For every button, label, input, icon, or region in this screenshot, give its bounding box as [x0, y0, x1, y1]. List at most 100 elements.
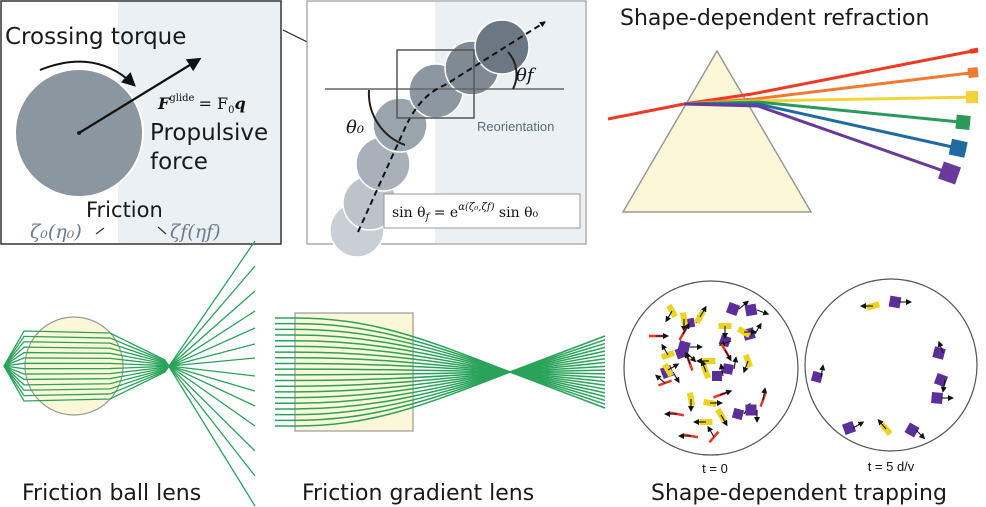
- velocity-arrow-icon: [707, 425, 715, 438]
- ball-lens-ray: [3, 240, 256, 402]
- velocity-arrow-icon: [761, 387, 768, 401]
- force-label: force: [150, 149, 208, 175]
- square-particle: [745, 404, 757, 416]
- gradient-lens-panel: Friction gradient lens: [275, 312, 606, 506]
- gradient-lens-ray: [275, 328, 606, 402]
- friction-label: Friction: [86, 198, 163, 222]
- trap-particles-t5: [810, 295, 954, 440]
- velocity-arrow-icon: [699, 305, 707, 318]
- square-particle: [904, 422, 920, 438]
- velocity-arrow-icon: [852, 421, 865, 429]
- velocity-arrow-icon: [719, 389, 733, 396]
- square-particle: [932, 346, 946, 360]
- reorientation-label: Reorientation: [477, 119, 554, 134]
- square-particle: [731, 407, 745, 421]
- trap-circle-t0: [623, 280, 799, 456]
- velocity-arrow-icon: [937, 340, 944, 354]
- trapping-title: Shape-dependent trapping: [651, 481, 947, 506]
- velocity-arrow-icon: [724, 349, 732, 362]
- ball-lens: [24, 316, 124, 416]
- torque-arrow-icon: [39, 60, 136, 87]
- particle-yellow: [965, 91, 979, 104]
- trap-circle-t5: [804, 278, 978, 452]
- particle-blue: [948, 138, 968, 158]
- thetaf-label: θf: [516, 65, 537, 86]
- caption-t5: t = 5 d/v: [868, 459, 915, 474]
- gradient-lens-ray: [275, 334, 606, 398]
- velocity-arrow-icon: [684, 351, 691, 365]
- particle-trajectory: [329, 19, 530, 258]
- gradient-lens-ray: [275, 317, 606, 409]
- ball-lens-ray: [3, 290, 256, 391]
- velocity-arrow-icon: [700, 359, 707, 373]
- zeta0-pointer: [95, 227, 105, 235]
- square-particle: [931, 392, 943, 404]
- ball-lens-rays: [3, 240, 256, 507]
- propulsive-force-arrow-icon: [78, 57, 202, 134]
- zetaf-label: ζf(ηf): [170, 221, 221, 243]
- velocity-arrow-icon: [877, 419, 887, 430]
- velocity-arrow-icon: [819, 364, 826, 378]
- square-particle: [744, 303, 758, 317]
- theta0-arc: [367, 89, 406, 146]
- gradient-lens-ray: [275, 339, 606, 394]
- ball-lens-panel: Friction ball lens: [3, 240, 256, 507]
- velocity-arrow-icon: [655, 374, 666, 384]
- gradient-lens-ray: [275, 354, 606, 399]
- gradient-lens-ray: [275, 357, 606, 393]
- thetaf-arc: [507, 51, 518, 90]
- zetaf-pointer: [157, 226, 167, 235]
- gradient-lens-ray: [275, 351, 606, 387]
- incident-beam: [607, 102, 685, 121]
- gradient-lens-ray: [275, 350, 606, 405]
- gradient-lens-ray: [275, 322, 606, 405]
- ball-lens-ray: [3, 362, 256, 377]
- velocity-arrow-icon: [667, 363, 680, 371]
- ball-lens-title: Friction ball lens: [22, 481, 201, 506]
- ball-lens-ray: [3, 265, 256, 397]
- beam-red: [683, 48, 979, 106]
- snell-equation-box: [383, 193, 581, 229]
- square-particle: [888, 295, 902, 309]
- prism: [621, 49, 813, 213]
- velocity-arrow-icon: [742, 360, 749, 374]
- gradient-lens-ray: [275, 346, 606, 410]
- ball-lens-ray: [3, 351, 256, 407]
- beam-purple: [683, 102, 959, 178]
- high-friction-region: [118, 2, 280, 243]
- particle-orange: [967, 67, 979, 79]
- gradient-lens-ray: [275, 361, 606, 387]
- particle-purple: [938, 161, 961, 185]
- zoom-box: [396, 49, 475, 119]
- crossing-panel: Crossing torque Fglide= F0q Propulsive f…: [0, 0, 282, 245]
- reorientation-panel: θ₀ θf Reorientation sin θf = eα(ζ₀,ζf) s…: [306, 0, 587, 258]
- ball-lens-ray: [3, 327, 256, 381]
- ball-lens-ray: [3, 357, 256, 392]
- gradient-lens-ray: [275, 368, 606, 375]
- ball-lens-ray: [3, 357, 256, 370]
- velocity-arrow-icon: [756, 309, 770, 316]
- refraction-panel: Shape-dependent refraction: [607, 6, 979, 213]
- velocity-arrow-icon: [720, 414, 728, 427]
- crossing-torque-label: Crossing torque: [5, 24, 186, 50]
- gradient-lens-ray: [275, 369, 606, 376]
- gradient-lens-ray: [275, 345, 606, 390]
- refraction-beams: [607, 47, 979, 185]
- velocity-arrow-icon: [915, 429, 926, 440]
- gradient-lens-title: Friction gradient lens: [302, 481, 534, 506]
- snell-equation: sin θf = eα(ζ₀,ζf) sin θ₀: [392, 202, 538, 223]
- ball-lens-ray: [3, 330, 256, 507]
- trapping-panel: t = 0 t = 5 d/v Shape-dependent trapping: [623, 278, 978, 506]
- refraction-title: Shape-dependent refraction: [620, 6, 929, 31]
- velocity-arrow-icon: [732, 356, 739, 370]
- square-particle: [725, 301, 741, 317]
- velocity-arrow-icon: [665, 310, 673, 323]
- velocity-arrow-icon: [738, 300, 749, 310]
- ball-lens-ray: [3, 341, 256, 452]
- velocity-arrow-icon: [661, 343, 669, 356]
- square-particle: [674, 346, 688, 360]
- trap-particles-t0: [649, 300, 770, 444]
- velocity-arrow-icon: [682, 322, 690, 335]
- theta0-label: θ₀: [346, 117, 364, 138]
- particle-red: [969, 47, 979, 54]
